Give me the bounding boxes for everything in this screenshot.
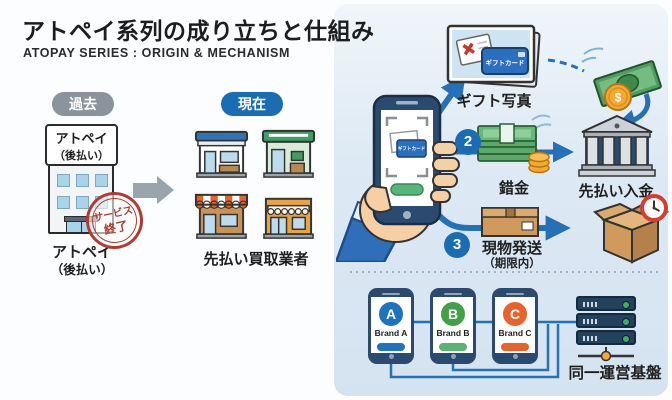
gift-photo-icon: ギフトカード [446, 24, 541, 88]
building-sign-line2: （後払い） [54, 149, 109, 162]
brand-a-button [377, 343, 405, 351]
store-icon-green [261, 129, 316, 178]
present-badge: 現在 [221, 92, 283, 116]
past-entity-label-line1: アトペイ [51, 244, 112, 261]
stamp-line2: 終了 [102, 218, 130, 238]
present-entity-label: 先払い買取業者 [203, 251, 309, 268]
past-entity-label-line2: （後払い） [50, 263, 114, 277]
bank-icon [578, 114, 656, 177]
building-sign-line1: アトペイ [55, 130, 108, 146]
money-icon: $ [581, 47, 662, 111]
transition-arrow-icon [133, 183, 157, 198]
step-2-badge: 2 [455, 129, 481, 155]
transition-arrow-head [157, 176, 174, 204]
open-box-clock-icon [593, 194, 669, 264]
store-icon-blue [194, 130, 249, 178]
phone-home [433, 353, 473, 361]
phone-speaker [433, 291, 473, 297]
arrow-money-to-bank [614, 93, 651, 131]
brand-phone-a: A Brand A [368, 288, 414, 364]
page-title: アトペイ系列の成り立ちと仕組み [22, 18, 375, 44]
remit-label: 錯金 [498, 180, 529, 197]
bank-label: 先払い入金 [578, 183, 654, 200]
gift-photo-label: ギフト写真 [456, 93, 532, 110]
phone-hand-icon: ギフトカード [336, 94, 460, 262]
brand-bus-a [389, 324, 560, 379]
brand-b-label: Brand B [436, 328, 470, 338]
brand-a-badge: A [379, 302, 403, 326]
brand-bus-b [451, 324, 550, 372]
phone-home [371, 353, 411, 361]
ship-label: 現物発送 [481, 240, 542, 257]
brand-c-label: Brand C [498, 328, 532, 338]
brand-phone-b: B Brand B [430, 288, 476, 364]
phone-speaker [371, 291, 411, 297]
box-icon [481, 207, 539, 237]
page-subtitle: ATOPAY SERIES : ORIGIN & MECHANISM [23, 46, 290, 60]
brand-a-label: Brand A [374, 328, 408, 338]
ship-sublabel: （期限内） [483, 258, 541, 270]
coin-symbol: $ [615, 91, 622, 105]
phone-speaker [495, 291, 535, 297]
brand-b-badge: B [441, 302, 465, 326]
brand-c-badge: C [503, 302, 527, 326]
building-sign: アトペイ （後払い） [45, 124, 118, 166]
store-icon-orange [263, 197, 314, 239]
server-icon [576, 296, 636, 347]
network-node-dot [600, 350, 612, 362]
brand-b-button [439, 343, 467, 351]
phone-home [495, 353, 535, 361]
dashed-gift-to-money [547, 58, 585, 73]
server-label: 同一運営基盤 [568, 365, 662, 382]
phone-screen-card-text: ギフトカード [398, 145, 426, 152]
store-icon-striped [194, 193, 249, 239]
cash-stack-icon [477, 114, 552, 174]
brand-phone-c: C Brand C [492, 288, 538, 364]
gift-card-text: ギフトカード [486, 58, 525, 67]
storefront-grid [193, 126, 317, 240]
step-3-badge: 3 [444, 232, 470, 258]
past-badge: 過去 [52, 92, 114, 116]
brand-c-button [501, 343, 529, 351]
